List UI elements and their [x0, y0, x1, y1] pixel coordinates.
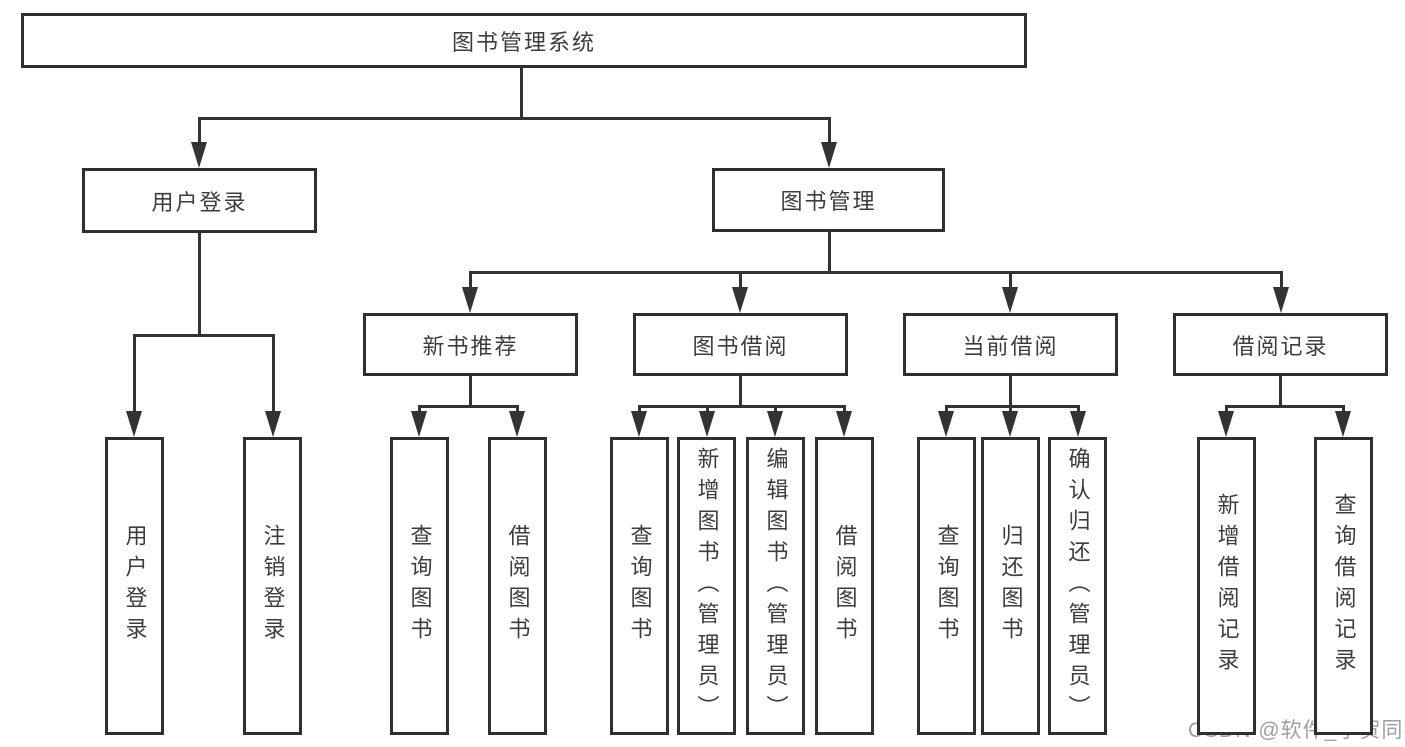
connector-line: [1279, 375, 1282, 408]
node-leaf-edit-books-admin: 编辑图书（管理员）: [746, 437, 805, 735]
node-leaf-query-books-2: 查询图书: [610, 437, 669, 735]
node-new-book-recommend: 新书推荐: [363, 313, 578, 376]
connector-line: [133, 334, 275, 337]
connector-line: [706, 406, 709, 415]
connector-line: [272, 335, 275, 415]
arrowhead-down-icon: [821, 142, 837, 168]
node-leaf-query-borrow-record: 查询借阅记录: [1314, 437, 1373, 735]
connector-line: [469, 375, 472, 408]
connector-line: [198, 118, 201, 146]
arrowhead-down-icon: [767, 411, 783, 437]
connector-line: [739, 375, 742, 408]
connector-line: [1280, 272, 1283, 291]
connector-line: [945, 405, 1080, 408]
node-label: 图书管理系统: [451, 29, 596, 55]
connector-line: [198, 232, 201, 337]
node-leaf-user-login: 用户登录: [105, 437, 164, 735]
node-current-borrowing: 当前借阅: [903, 313, 1118, 376]
connector-line: [469, 271, 1283, 274]
node-label: 注销登录: [260, 524, 286, 648]
node-leaf-confirm-return-admin: 确认归还（管理员）: [1048, 437, 1107, 735]
connector-line: [1009, 375, 1012, 408]
node-leaf-borrow-books-2: 借阅图书: [815, 437, 874, 735]
node-label: 图书借阅: [692, 333, 789, 359]
connector-line: [945, 406, 948, 415]
node-book-management: 图书管理: [712, 168, 945, 232]
node-label: 借阅图书: [832, 524, 858, 648]
arrowhead-down-icon: [1218, 411, 1234, 437]
arrowhead-down-icon: [1002, 287, 1018, 313]
node-leaf-add-books-admin: 新增图书（管理员）: [677, 437, 736, 735]
node-label: 查询图书: [934, 524, 960, 648]
connector-line: [418, 405, 519, 408]
connector-line: [1225, 405, 1345, 408]
connector-line: [638, 405, 846, 408]
connector-line: [828, 118, 831, 146]
node-label: 借阅图书: [505, 524, 531, 648]
connector-line: [1009, 406, 1012, 415]
node-label: 查询借阅记录: [1331, 493, 1357, 679]
arrowhead-down-icon: [1335, 411, 1351, 437]
node-book-borrowing: 图书借阅: [633, 313, 848, 376]
node-label: 新增图书（管理员）: [694, 446, 720, 726]
arrowhead-down-icon: [1002, 411, 1018, 437]
connector-line: [828, 231, 831, 274]
arrowhead-down-icon: [631, 411, 647, 437]
node-leaf-query-books-1: 查询图书: [390, 437, 449, 735]
connector-line: [739, 272, 742, 291]
node-borrow-records: 借阅记录: [1173, 313, 1388, 376]
node-label: 归还图书: [998, 524, 1024, 648]
connector-line: [774, 406, 777, 415]
node-label: 查询图书: [407, 524, 433, 648]
connector-line: [133, 335, 136, 415]
arrowhead-down-icon: [836, 411, 852, 437]
arrowhead-down-icon: [699, 411, 715, 437]
node-label: 用户登录: [151, 189, 248, 215]
node-label: 新书推荐: [422, 333, 519, 359]
arrowhead-down-icon: [938, 411, 954, 437]
arrowhead-down-icon: [191, 142, 207, 168]
node-leaf-return-books: 归还图书: [981, 437, 1040, 735]
node-leaf-query-books-3: 查询图书: [917, 437, 976, 735]
connector-line: [1009, 272, 1012, 291]
arrowhead-down-icon: [1070, 411, 1086, 437]
arrowhead-down-icon: [265, 411, 281, 437]
node-label: 当前借阅: [962, 333, 1059, 359]
connector-line: [1342, 406, 1345, 415]
node-user-login: 用户登录: [82, 168, 317, 233]
node-label: 查询图书: [627, 524, 653, 648]
arrowhead-down-icon: [126, 411, 142, 437]
connector-line: [469, 272, 472, 291]
connector-line: [638, 406, 641, 415]
arrowhead-down-icon: [1273, 287, 1289, 313]
connector-line: [1225, 406, 1228, 415]
node-label: 图书管理: [780, 189, 877, 214]
node-label: 编辑图书（管理员）: [763, 446, 789, 726]
arrowhead-down-icon: [462, 287, 478, 313]
node-book-management-system: 图书管理系统: [21, 13, 1027, 68]
arrowhead-down-icon: [411, 411, 427, 437]
node-leaf-logout: 注销登录: [243, 437, 302, 735]
arrowhead-down-icon: [732, 287, 748, 313]
connector-line: [418, 406, 421, 415]
node-leaf-add-borrow-record: 新增借阅记录: [1197, 437, 1256, 735]
node-label: 借阅记录: [1232, 333, 1329, 359]
connector-line: [520, 66, 523, 120]
node-leaf-borrow-books-1: 借阅图书: [488, 437, 547, 735]
node-label: 确认归还（管理员）: [1065, 446, 1091, 726]
connector-line: [1077, 406, 1080, 415]
connector-line: [843, 406, 846, 415]
node-label: 新增借阅记录: [1214, 493, 1240, 679]
connector-line: [516, 406, 519, 415]
node-label: 用户登录: [122, 524, 148, 648]
connector-line: [198, 117, 831, 120]
arrowhead-down-icon: [509, 411, 525, 437]
